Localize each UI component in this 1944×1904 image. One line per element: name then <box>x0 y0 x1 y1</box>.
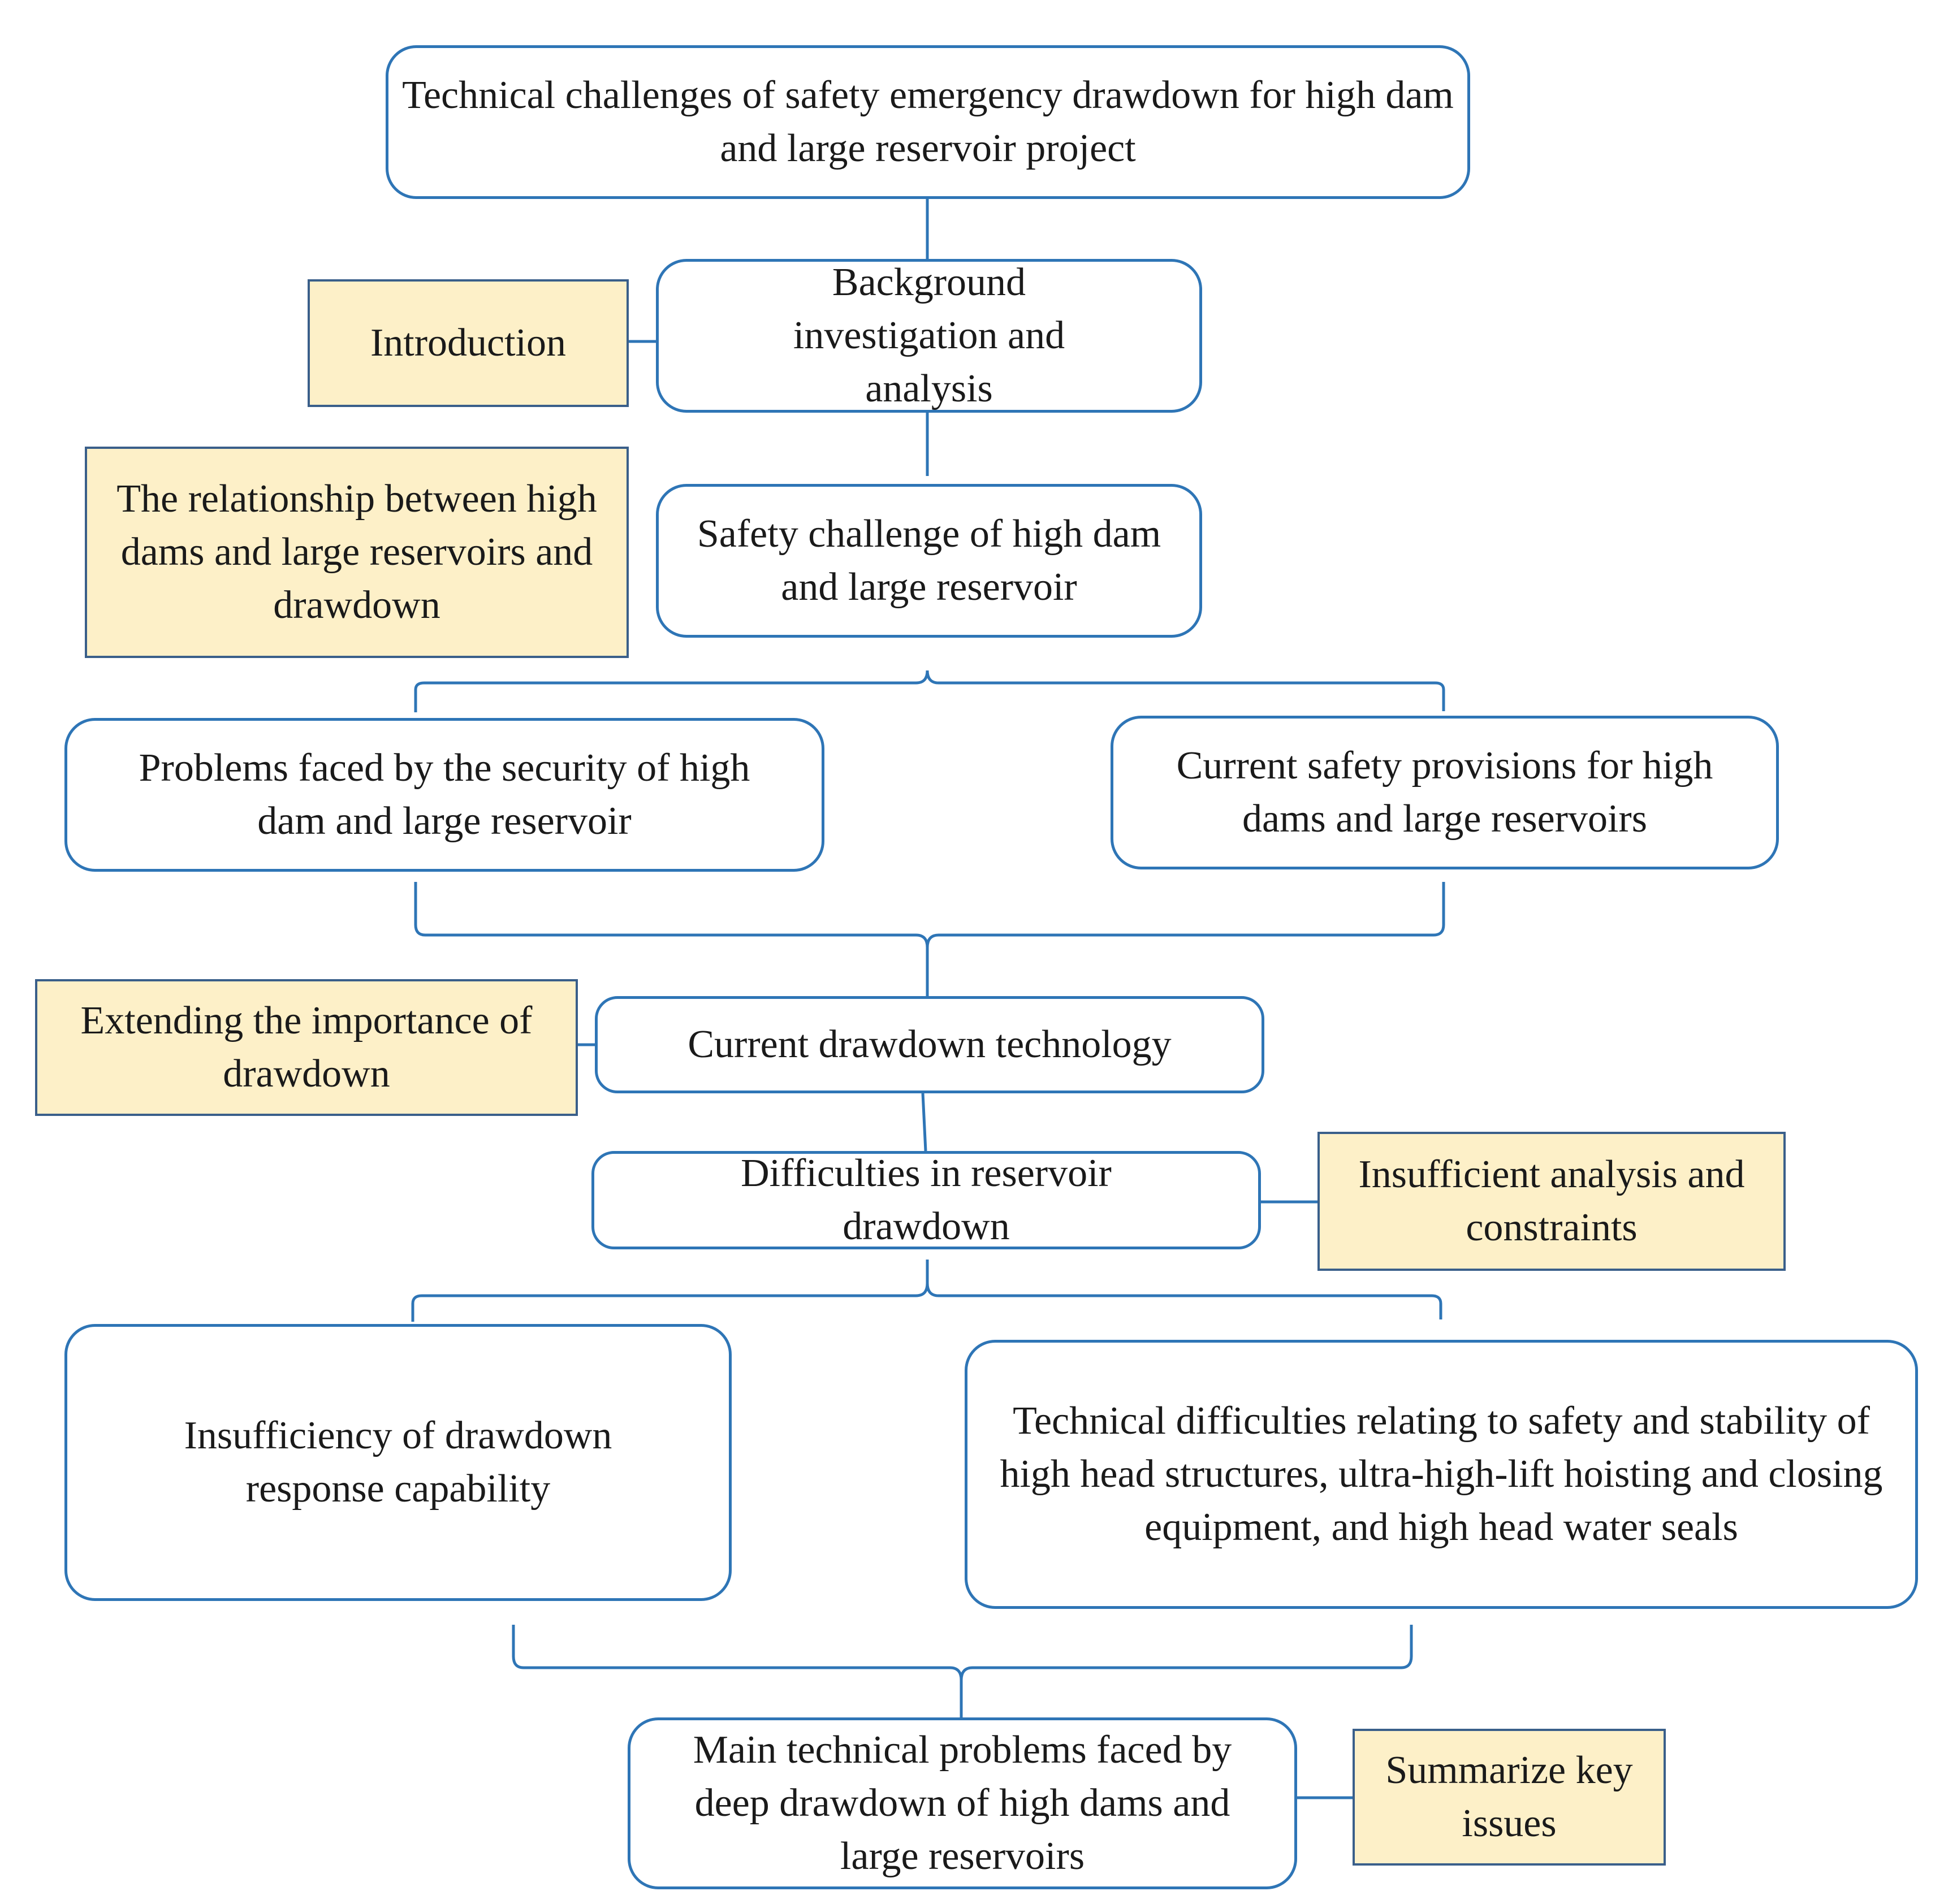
main-problems-text: Main technical problems faced by deep dr… <box>693 1728 1232 1878</box>
main-problems-box: Main technical problems faced by deep dr… <box>628 1717 1297 1889</box>
difficulties-box: Difficulties in reservoir drawdown <box>591 1151 1261 1249</box>
brace-difficulties-split <box>411 1260 1442 1322</box>
insufficient-analysis-label: Insufficient analysis and constraints <box>1317 1132 1786 1271</box>
introduction-label: Introduction <box>308 279 629 407</box>
brace-merge-main <box>512 1625 1413 1717</box>
background-box: Background investigation and analysis <box>656 259 1202 413</box>
safety-challenge-text: Safety challenge of high dam and large r… <box>697 512 1161 609</box>
summarize-text: Summarize key issues <box>1385 1749 1633 1845</box>
current-technology-box: Current drawdown technology <box>595 996 1264 1093</box>
problems-faced-box: Problems faced by the security of high d… <box>64 718 824 872</box>
difficulties-text: Difficulties in reservoir drawdown <box>741 1152 1112 1248</box>
introduction-text: Introduction <box>370 321 567 365</box>
relationship-label: The relationship between high dams and l… <box>85 447 629 658</box>
insufficiency-box: Insufficiency of drawdown response capab… <box>64 1324 732 1601</box>
brace-safety-split <box>414 670 1445 712</box>
insufficient-analysis-text: Insufficient analysis and constraints <box>1358 1153 1745 1249</box>
extending-text: Extending the importance of drawdown <box>80 999 533 1096</box>
brace-merge-technology <box>414 882 1445 996</box>
technical-difficulties-box: Technical difficulties relating to safet… <box>965 1340 1918 1609</box>
relationship-text: The relationship between high dams and l… <box>116 477 597 627</box>
insufficiency-text: Insufficiency of drawdown response capab… <box>184 1414 612 1511</box>
connector-technology-difficulties <box>921 1093 927 1152</box>
current-provisions-text: Current safety provisions for high dams … <box>1176 744 1713 841</box>
current-technology-text: Current drawdown technology <box>688 1023 1172 1066</box>
problems-faced-text: Problems faced by the security of high d… <box>139 746 750 843</box>
current-provisions-box: Current safety provisions for high dams … <box>1111 716 1779 869</box>
summarize-label: Summarize key issues <box>1353 1729 1666 1866</box>
top-title-text: Technical challenges of safety emergency… <box>402 73 1454 170</box>
background-text: Background investigation and analysis <box>793 261 1065 410</box>
extending-label: Extending the importance of drawdown <box>35 979 578 1116</box>
safety-challenge-box: Safety challenge of high dam and large r… <box>656 484 1202 638</box>
technical-difficulties-text: Technical difficulties relating to safet… <box>1000 1399 1883 1549</box>
top-title-box: Technical challenges of safety emergency… <box>386 45 1470 199</box>
